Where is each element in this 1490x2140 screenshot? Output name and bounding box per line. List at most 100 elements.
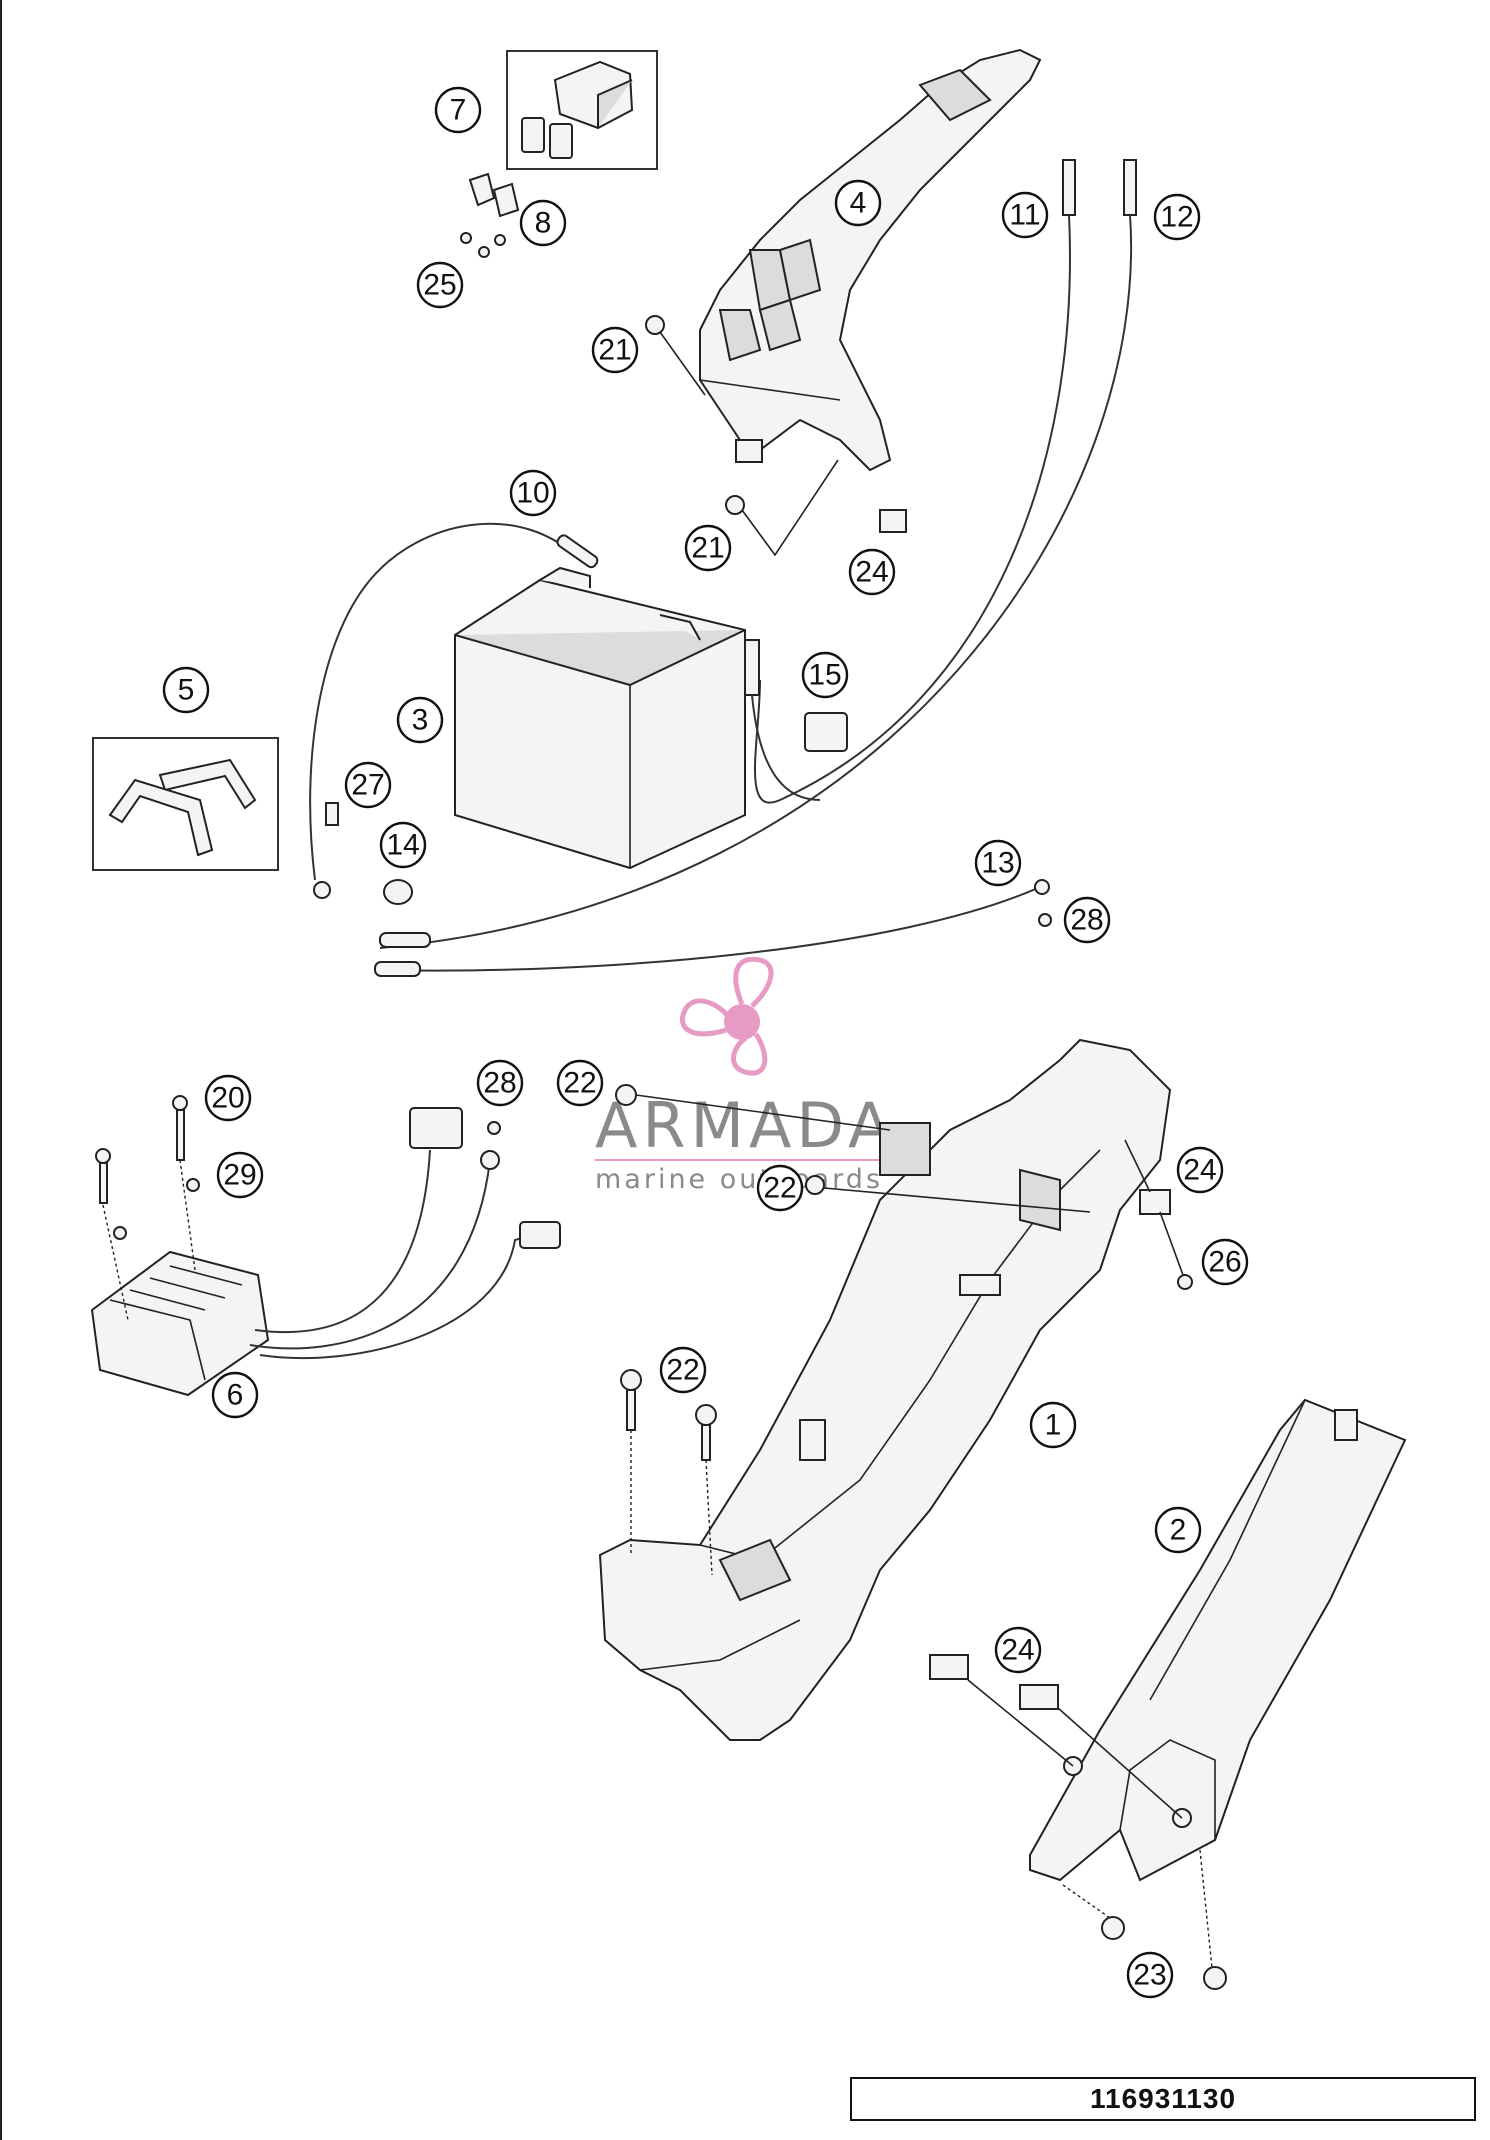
part-3-terminal-a bbox=[539, 566, 591, 588]
callout-1: 1 bbox=[1029, 1401, 1077, 1449]
cable-12 bbox=[379, 214, 1133, 949]
part-8-clip-a bbox=[468, 172, 496, 207]
watermark-tagline: marine outboards bbox=[595, 1164, 883, 1195]
callout-20: 20 bbox=[204, 1074, 252, 1122]
cable-13-end-a bbox=[374, 961, 421, 977]
part-2-cover-channel bbox=[1119, 1739, 1216, 1840]
callout-22-middle-label: 22 bbox=[763, 1172, 796, 1205]
part-6-wire-b bbox=[249, 1159, 491, 1350]
part-24-lead-b bbox=[1124, 1139, 1151, 1193]
cable-10 bbox=[309, 522, 599, 899]
callout-4: 4 bbox=[834, 179, 882, 227]
part-22-bolt-c bbox=[620, 1369, 642, 1391]
part-15-cover bbox=[744, 639, 848, 801]
part-1-frame-bottom-edge bbox=[639, 1619, 801, 1671]
callout-3-label: 3 bbox=[412, 704, 429, 737]
part-7-clip-b bbox=[549, 123, 573, 159]
callout-3: 3 bbox=[396, 696, 444, 744]
callout-28-lower: 28 bbox=[476, 1059, 524, 1107]
part-5-box bbox=[92, 737, 279, 871]
part-7-relay-group bbox=[506, 50, 658, 170]
drawing-number-box: 116931130 bbox=[850, 2077, 1476, 2121]
part-6-connector-b bbox=[519, 1221, 561, 1249]
callout-24-right-label: 24 bbox=[1183, 1154, 1216, 1187]
part-21-bolt-a bbox=[645, 315, 665, 335]
part-5-straps-group bbox=[92, 737, 279, 871]
callout-6: 6 bbox=[211, 1371, 259, 1419]
part-24-nut-c bbox=[929, 1654, 969, 1680]
callout-24-right: 24 bbox=[1176, 1146, 1224, 1194]
part-6-ring-terminal bbox=[480, 1150, 500, 1170]
watermark-blade-b bbox=[680, 998, 730, 1037]
part-25-screw-a bbox=[460, 232, 472, 244]
callout-23: 23 bbox=[1126, 1951, 1174, 1999]
part-2-cover-ridge bbox=[1149, 1399, 1306, 1701]
callout-28-upper-label: 28 bbox=[1070, 904, 1103, 937]
cable-12-terminal bbox=[1123, 159, 1137, 216]
callout-10: 10 bbox=[509, 469, 557, 517]
part-21-bolt-b bbox=[725, 495, 745, 515]
callout-12-label: 12 bbox=[1160, 201, 1193, 234]
parts-24-26-upper bbox=[1124, 1139, 1193, 1290]
callout-25-label: 25 bbox=[423, 269, 456, 302]
part-4-battery-bracket bbox=[699, 48, 1042, 533]
part-22-bolts bbox=[615, 1084, 1091, 1576]
callout-28-lower-label: 28 bbox=[483, 1067, 516, 1100]
cable-13-wire bbox=[379, 886, 1041, 972]
part-24-lead-d bbox=[1057, 1707, 1183, 1819]
callout-13: 13 bbox=[974, 839, 1022, 887]
part-21-bolts bbox=[645, 315, 839, 557]
part-20-screw-b-head bbox=[95, 1148, 111, 1164]
watermark-brand: ARMADA bbox=[595, 1089, 895, 1162]
callout-12: 12 bbox=[1153, 193, 1201, 241]
callout-8-label: 8 bbox=[535, 207, 552, 240]
callout-25: 25 bbox=[416, 261, 464, 309]
part-6-regulator-fins bbox=[109, 1265, 243, 1381]
part-4-tab-c bbox=[718, 309, 762, 362]
callout-1-label: 1 bbox=[1045, 1409, 1062, 1442]
part-20-screw-b-shank bbox=[99, 1162, 108, 1204]
callout-21-upper: 21 bbox=[591, 326, 639, 374]
callout-15: 15 bbox=[801, 651, 849, 699]
part-22-lead-a bbox=[635, 1094, 891, 1131]
parts-24-23-lower bbox=[929, 1654, 1227, 1990]
callout-24-bottom-label: 24 bbox=[1001, 1634, 1034, 1667]
part-15-cover-body bbox=[804, 712, 848, 752]
cable-10-wire bbox=[309, 522, 581, 881]
callout-4-label: 4 bbox=[850, 187, 867, 220]
part-26-lead bbox=[1159, 1211, 1184, 1276]
part-22-bolt-c-shank bbox=[626, 1389, 636, 1431]
callout-27: 27 bbox=[344, 761, 392, 809]
callout-24-top-label: 24 bbox=[855, 556, 888, 589]
callout-26: 26 bbox=[1201, 1238, 1249, 1286]
callout-22-top-label: 22 bbox=[563, 1067, 596, 1100]
part-8-clips bbox=[468, 172, 520, 218]
cable-10-terminal bbox=[556, 534, 599, 569]
part-20-screw-head bbox=[172, 1095, 188, 1111]
watermark-blade-a bbox=[733, 956, 774, 1008]
part-6-connector-a bbox=[409, 1107, 463, 1149]
cable-11-terminal bbox=[1062, 159, 1076, 216]
cable-11 bbox=[754, 214, 1071, 804]
callout-22-top: 22 bbox=[556, 1059, 604, 1107]
callout-20-label: 20 bbox=[211, 1082, 244, 1115]
part-7-clip-a bbox=[521, 117, 545, 153]
callout-26-label: 26 bbox=[1208, 1246, 1241, 1279]
callout-5: 5 bbox=[162, 666, 210, 714]
watermark-blade-c bbox=[731, 1032, 768, 1076]
part-24-lead-c bbox=[967, 1679, 1074, 1767]
part-26-screw bbox=[1177, 1274, 1193, 1290]
part-21-lead-b bbox=[741, 459, 839, 557]
callout-28-upper: 28 bbox=[1063, 896, 1111, 944]
callout-21-lower-label: 21 bbox=[691, 532, 724, 565]
part-6-wire-c bbox=[259, 1229, 551, 1360]
callout-7-label: 7 bbox=[450, 94, 467, 127]
callout-14-label: 14 bbox=[386, 829, 419, 862]
part-4-top-mount bbox=[918, 68, 992, 122]
part-6-regulator bbox=[90, 1107, 561, 1397]
cable-13-end-b bbox=[1034, 879, 1050, 895]
part-15-lead-wire bbox=[751, 694, 821, 801]
part-23-assembly-lines bbox=[1062, 1849, 1213, 1969]
part-1-rear-frame bbox=[598, 1038, 1172, 1741]
part-15-lead-terminal bbox=[744, 639, 760, 696]
